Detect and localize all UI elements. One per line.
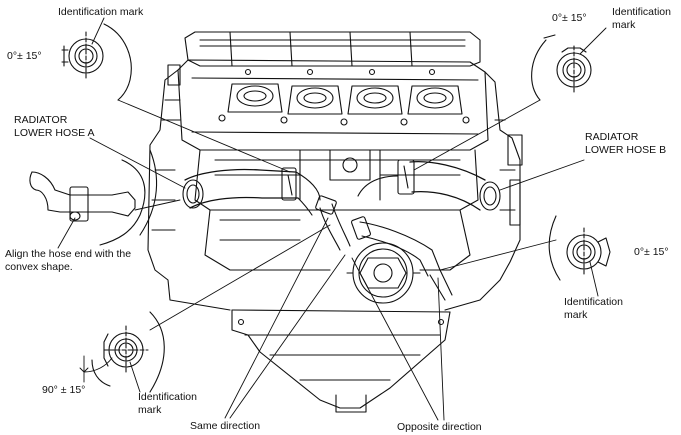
hose-a-label-1: RADIATOR	[14, 114, 68, 126]
clamp-detail-right	[548, 215, 611, 281]
align-label-2: convex shape.	[5, 261, 73, 273]
id-mark-bottom-left-label-2: mark	[138, 404, 162, 416]
angle-dimension-bottom-left	[79, 355, 113, 383]
hose-end-detail	[29, 149, 158, 246]
bypass-hoses	[315, 195, 453, 301]
radiator-lower-hose-a	[182, 167, 321, 216]
oil-filter	[346, 242, 421, 304]
id-mark-top-right-label-2: mark	[612, 19, 636, 31]
clamp-detail-bottom-left	[91, 311, 165, 393]
id-mark-top-left-label: Identification mark	[58, 6, 144, 18]
id-mark-bottom-left-label-1: Identification	[138, 391, 197, 403]
same-direction-label: Same direction	[190, 420, 261, 432]
opposite-direction-label: Opposite direction	[397, 421, 482, 433]
id-mark-right-label-1: Identification	[564, 296, 623, 308]
angle-top-left-label: 0°± 15°	[7, 50, 42, 62]
angle-bottom-left-label: 90° ± 15°	[42, 384, 86, 396]
id-mark-right-label-2: mark	[564, 309, 588, 321]
id-mark-top-right-label-1: Identification	[612, 6, 671, 18]
hose-b-label-1: RADIATOR	[585, 131, 639, 143]
leader-lines	[57, 17, 607, 421]
clamp-detail-top-right	[531, 34, 592, 101]
hose-b-label-2: LOWER HOSE B	[585, 144, 667, 156]
clamp-detail-top-left	[61, 23, 132, 101]
angle-right-label: 0°± 15°	[634, 246, 669, 258]
engine-block	[147, 31, 523, 413]
align-label-1: Align the hose end with the	[5, 248, 132, 260]
radiator-lower-hose-b	[357, 159, 501, 211]
hose-a-label-2: LOWER HOSE A	[14, 127, 95, 139]
angle-top-right-label: 0°± 15°	[552, 12, 587, 24]
